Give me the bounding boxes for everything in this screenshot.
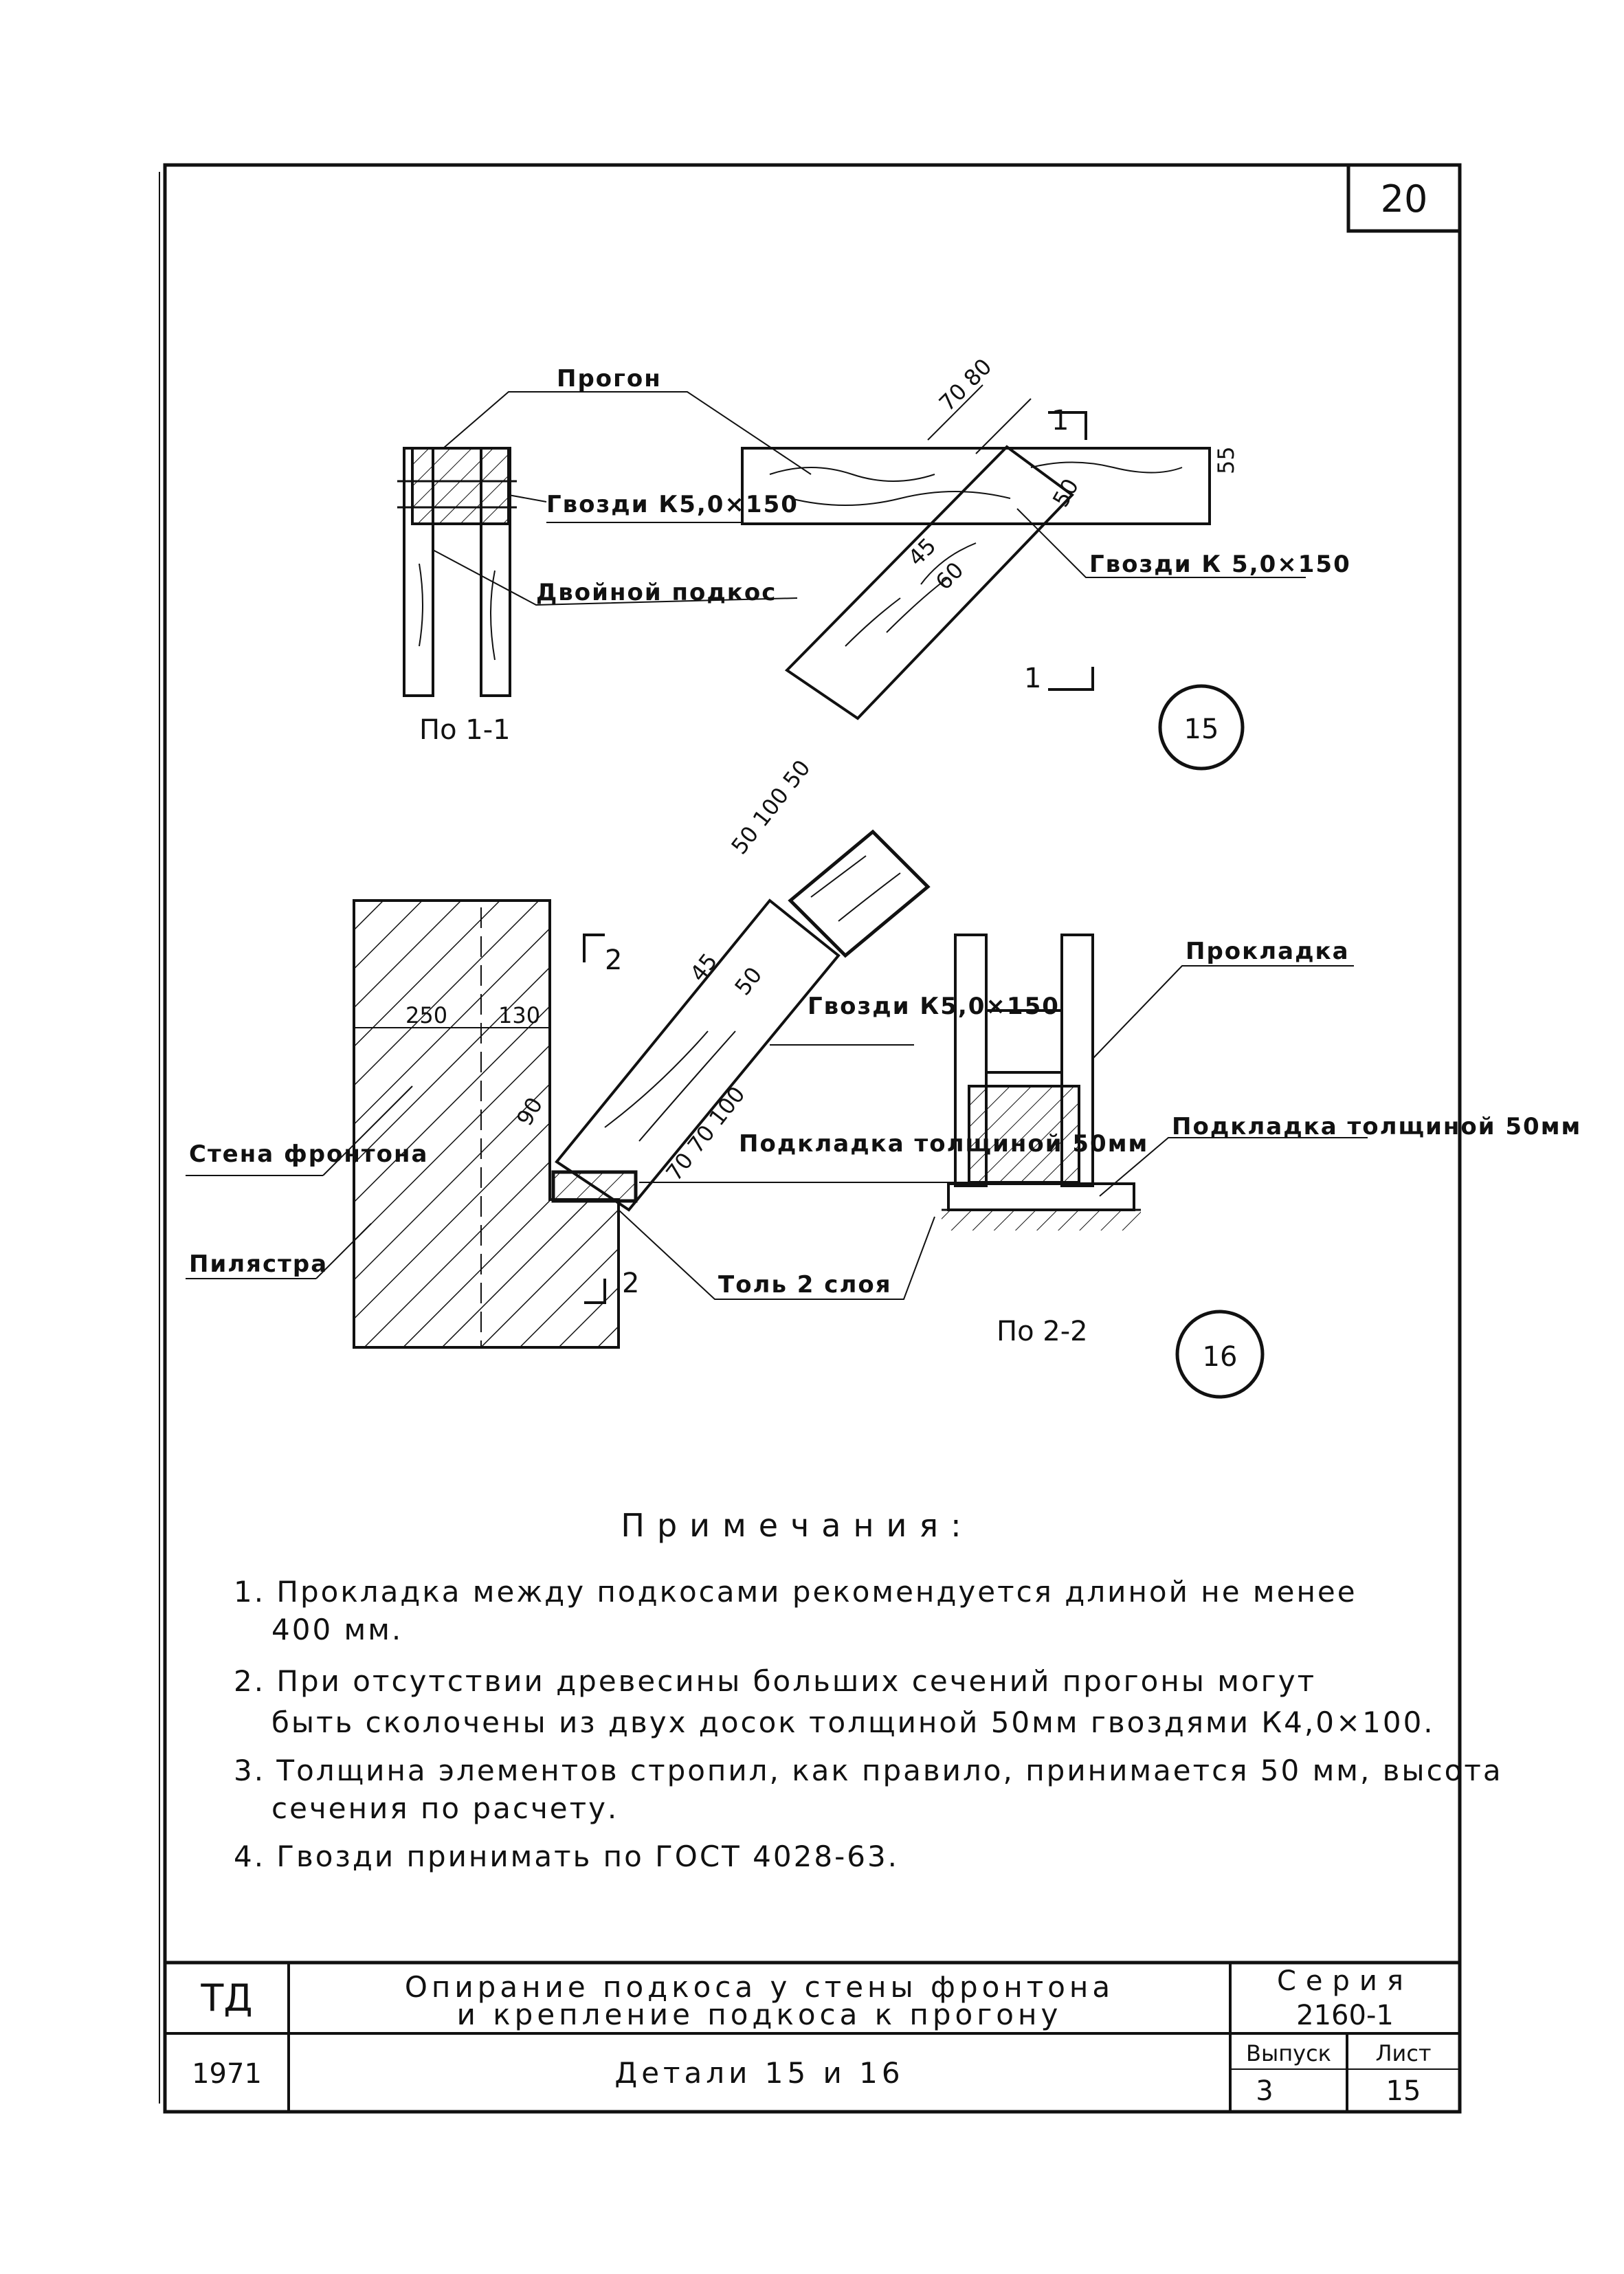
section-mark-bottom: 1 — [1024, 663, 1041, 694]
note-2-line1: 2. При отсутствии древесины больших сече… — [234, 1664, 1316, 1698]
notes-title: Примечания: — [621, 1507, 973, 1544]
pilaster-label: Пилястра — [189, 1250, 328, 1278]
note-1-line1: 1. Прокладка между подкосами рекомендует… — [234, 1575, 1357, 1609]
year: 1971 — [192, 2058, 262, 2090]
strut — [784, 445, 1075, 720]
title-line-1: Опирание подкоса у стены фронтона — [405, 1970, 1114, 2004]
dim-60: 60 — [931, 557, 969, 595]
pad-label: Подкладка толщиной 50мм — [739, 1130, 1148, 1158]
sheet-label: Лист — [1375, 2040, 1431, 2066]
series-value: 2160-1 — [1296, 2000, 1394, 2031]
nails-16-label: Гвозди К5,0×150 — [808, 993, 1060, 1020]
section-2-2: Прокладка Подкладка толщиной 50мм — [942, 934, 1581, 1230]
note-1-line2: 400 мм. — [271, 1613, 403, 1646]
detail-16-number: 16 — [1175, 1310, 1265, 1399]
subtitle: Детали 15 и 16 — [614, 2056, 904, 2090]
section-2-2-label: По 2-2 — [997, 1316, 1088, 1347]
purlin-label: Прогон — [557, 365, 662, 393]
detail-15-number: 15 — [1158, 684, 1245, 771]
detail-15-section — [397, 447, 517, 697]
note-4-line1: 4. Гвозди принимать по ГОСТ 4028-63. — [234, 1840, 899, 1873]
purlin — [741, 447, 1211, 525]
sheet-value: 15 — [1386, 2075, 1421, 2107]
dims-diag: 70 70 100 — [660, 1081, 750, 1186]
nails-right-label: Гвозди К 5,0×150 — [1089, 551, 1351, 578]
detail-15: 70 80 55 50 45 60 1 1 Прогон Гвозди К5,0… — [397, 353, 1351, 771]
detail-16: 250 130 50 100 50 45 50 90 70 70 100 2 2… — [186, 755, 1581, 1399]
note-2-line2: быть сколочены из двух досок толщиной 50… — [271, 1706, 1435, 1739]
detail-15-leaders: Прогон Гвозди К5,0×150 Двойной подкос Гв… — [432, 365, 1351, 606]
roofing-label: Толь 2 слоя — [718, 1271, 892, 1299]
svg-text:16: 16 — [1203, 1341, 1238, 1373]
wall-label-1: Стена фронтона — [189, 1140, 428, 1168]
issue-label: Выпуск — [1246, 2040, 1331, 2066]
detail-16-labels-left: Стена фронтона Пилястра — [186, 1085, 428, 1279]
title-block: ТД 1971 Опирание подкоса у стены фронтон… — [165, 1961, 1460, 2112]
dim-45: 45 — [903, 533, 942, 571]
note-3-line2: сечения по расчету. — [271, 1791, 619, 1825]
section-1-1-label: По 1-1 — [419, 714, 511, 746]
svg-text:15: 15 — [1184, 714, 1219, 745]
sheet-number: 20 — [1381, 177, 1428, 221]
title-line-2: и крепление подкоса к прогону — [457, 1998, 1063, 2031]
double-strut-label: Двойной подкос — [536, 579, 777, 606]
sheet-frame — [159, 163, 1462, 2114]
notes: Примечания: 1. Прокладка между подкосами… — [234, 1507, 1503, 1873]
section-mark-2-top: 2 — [605, 945, 622, 976]
dim-250: 250 — [405, 1002, 447, 1028]
dim-55: 55 — [1213, 446, 1239, 474]
nails-left-label: Гвозди К5,0×150 — [546, 491, 799, 518]
dim-70-80: 70 80 — [934, 353, 997, 417]
issue-value: 3 — [1256, 2075, 1273, 2107]
wall-pilaster: 250 130 — [353, 899, 620, 1349]
section-mark-2: 2 2 — [583, 934, 639, 1304]
note-3-line1: 3. Толщина элементов стропил, как правил… — [234, 1754, 1503, 1787]
org-code: ТД — [200, 1976, 252, 2020]
section-mark-1: 1 1 — [1024, 405, 1094, 694]
pad2-label: Подкладка толщиной 50мм — [1172, 1113, 1581, 1140]
dims-top: 50 100 50 — [726, 755, 815, 859]
series-label: Серия — [1277, 1965, 1413, 1997]
dim-130: 130 — [498, 1002, 540, 1028]
dim-50-16: 50 — [729, 962, 767, 1000]
section-mark-top: 1 — [1052, 405, 1069, 437]
spacer-label: Прокладка — [1186, 938, 1350, 965]
dim-45-16: 45 — [685, 948, 722, 986]
sheet-number-box: 20 — [1346, 163, 1462, 233]
section-mark-2-bottom: 2 — [622, 1268, 639, 1299]
